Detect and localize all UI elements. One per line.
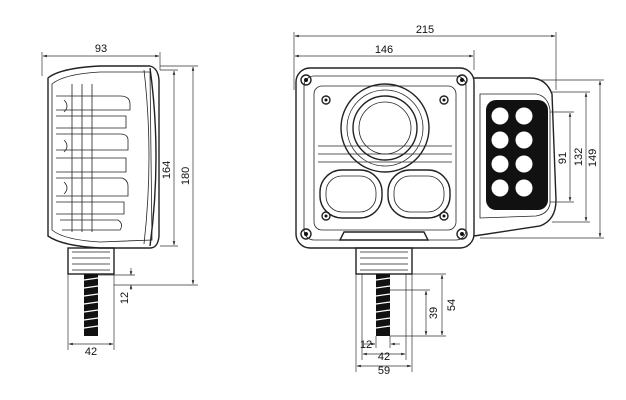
dim-side-stud-offset: 12: [119, 292, 131, 304]
dim-front-total-width: 215: [416, 24, 434, 36]
side-housing-inner: [51, 71, 153, 243]
dim-front-led-149: 149: [587, 149, 599, 167]
front-lower-lenses: [319, 169, 451, 219]
side-lens: [149, 67, 157, 247]
dim-front-led-132: 132: [573, 148, 585, 166]
dim-side-height-inner: 164: [161, 161, 173, 179]
dim-side-base-width: 42: [85, 346, 97, 358]
dim-front-stud-length: 54: [446, 299, 458, 311]
front-housing-outline: [295, 67, 475, 249]
side-housing-outline: [47, 65, 160, 249]
front-bottom-bracket: [338, 231, 430, 241]
front-led-module: [473, 77, 557, 237]
front-threaded-stud: [375, 274, 391, 336]
front-projector-lens: [340, 83, 430, 173]
dim-front-housing-width: 146: [375, 44, 393, 56]
side-fins: [56, 84, 131, 232]
dim-front-stud-offset: 12: [360, 339, 372, 351]
led-array: [490, 106, 534, 198]
side-threaded-stud: [83, 274, 99, 336]
dim-front-thread-length: 39: [428, 307, 440, 319]
side-view: 93 164 180 12 42: [41, 43, 198, 358]
dim-front-led-91: 91: [557, 152, 569, 164]
dim-side-height-outer: 180: [180, 167, 192, 185]
front-view: 215 146 91 132 149 54 39 12: [293, 24, 604, 377]
dim-side-width: 93: [95, 43, 107, 55]
front-screws: [300, 74, 468, 240]
dim-front-base-outer-width: 59: [378, 365, 390, 377]
dim-front-base-inner-width: 42: [378, 351, 390, 363]
